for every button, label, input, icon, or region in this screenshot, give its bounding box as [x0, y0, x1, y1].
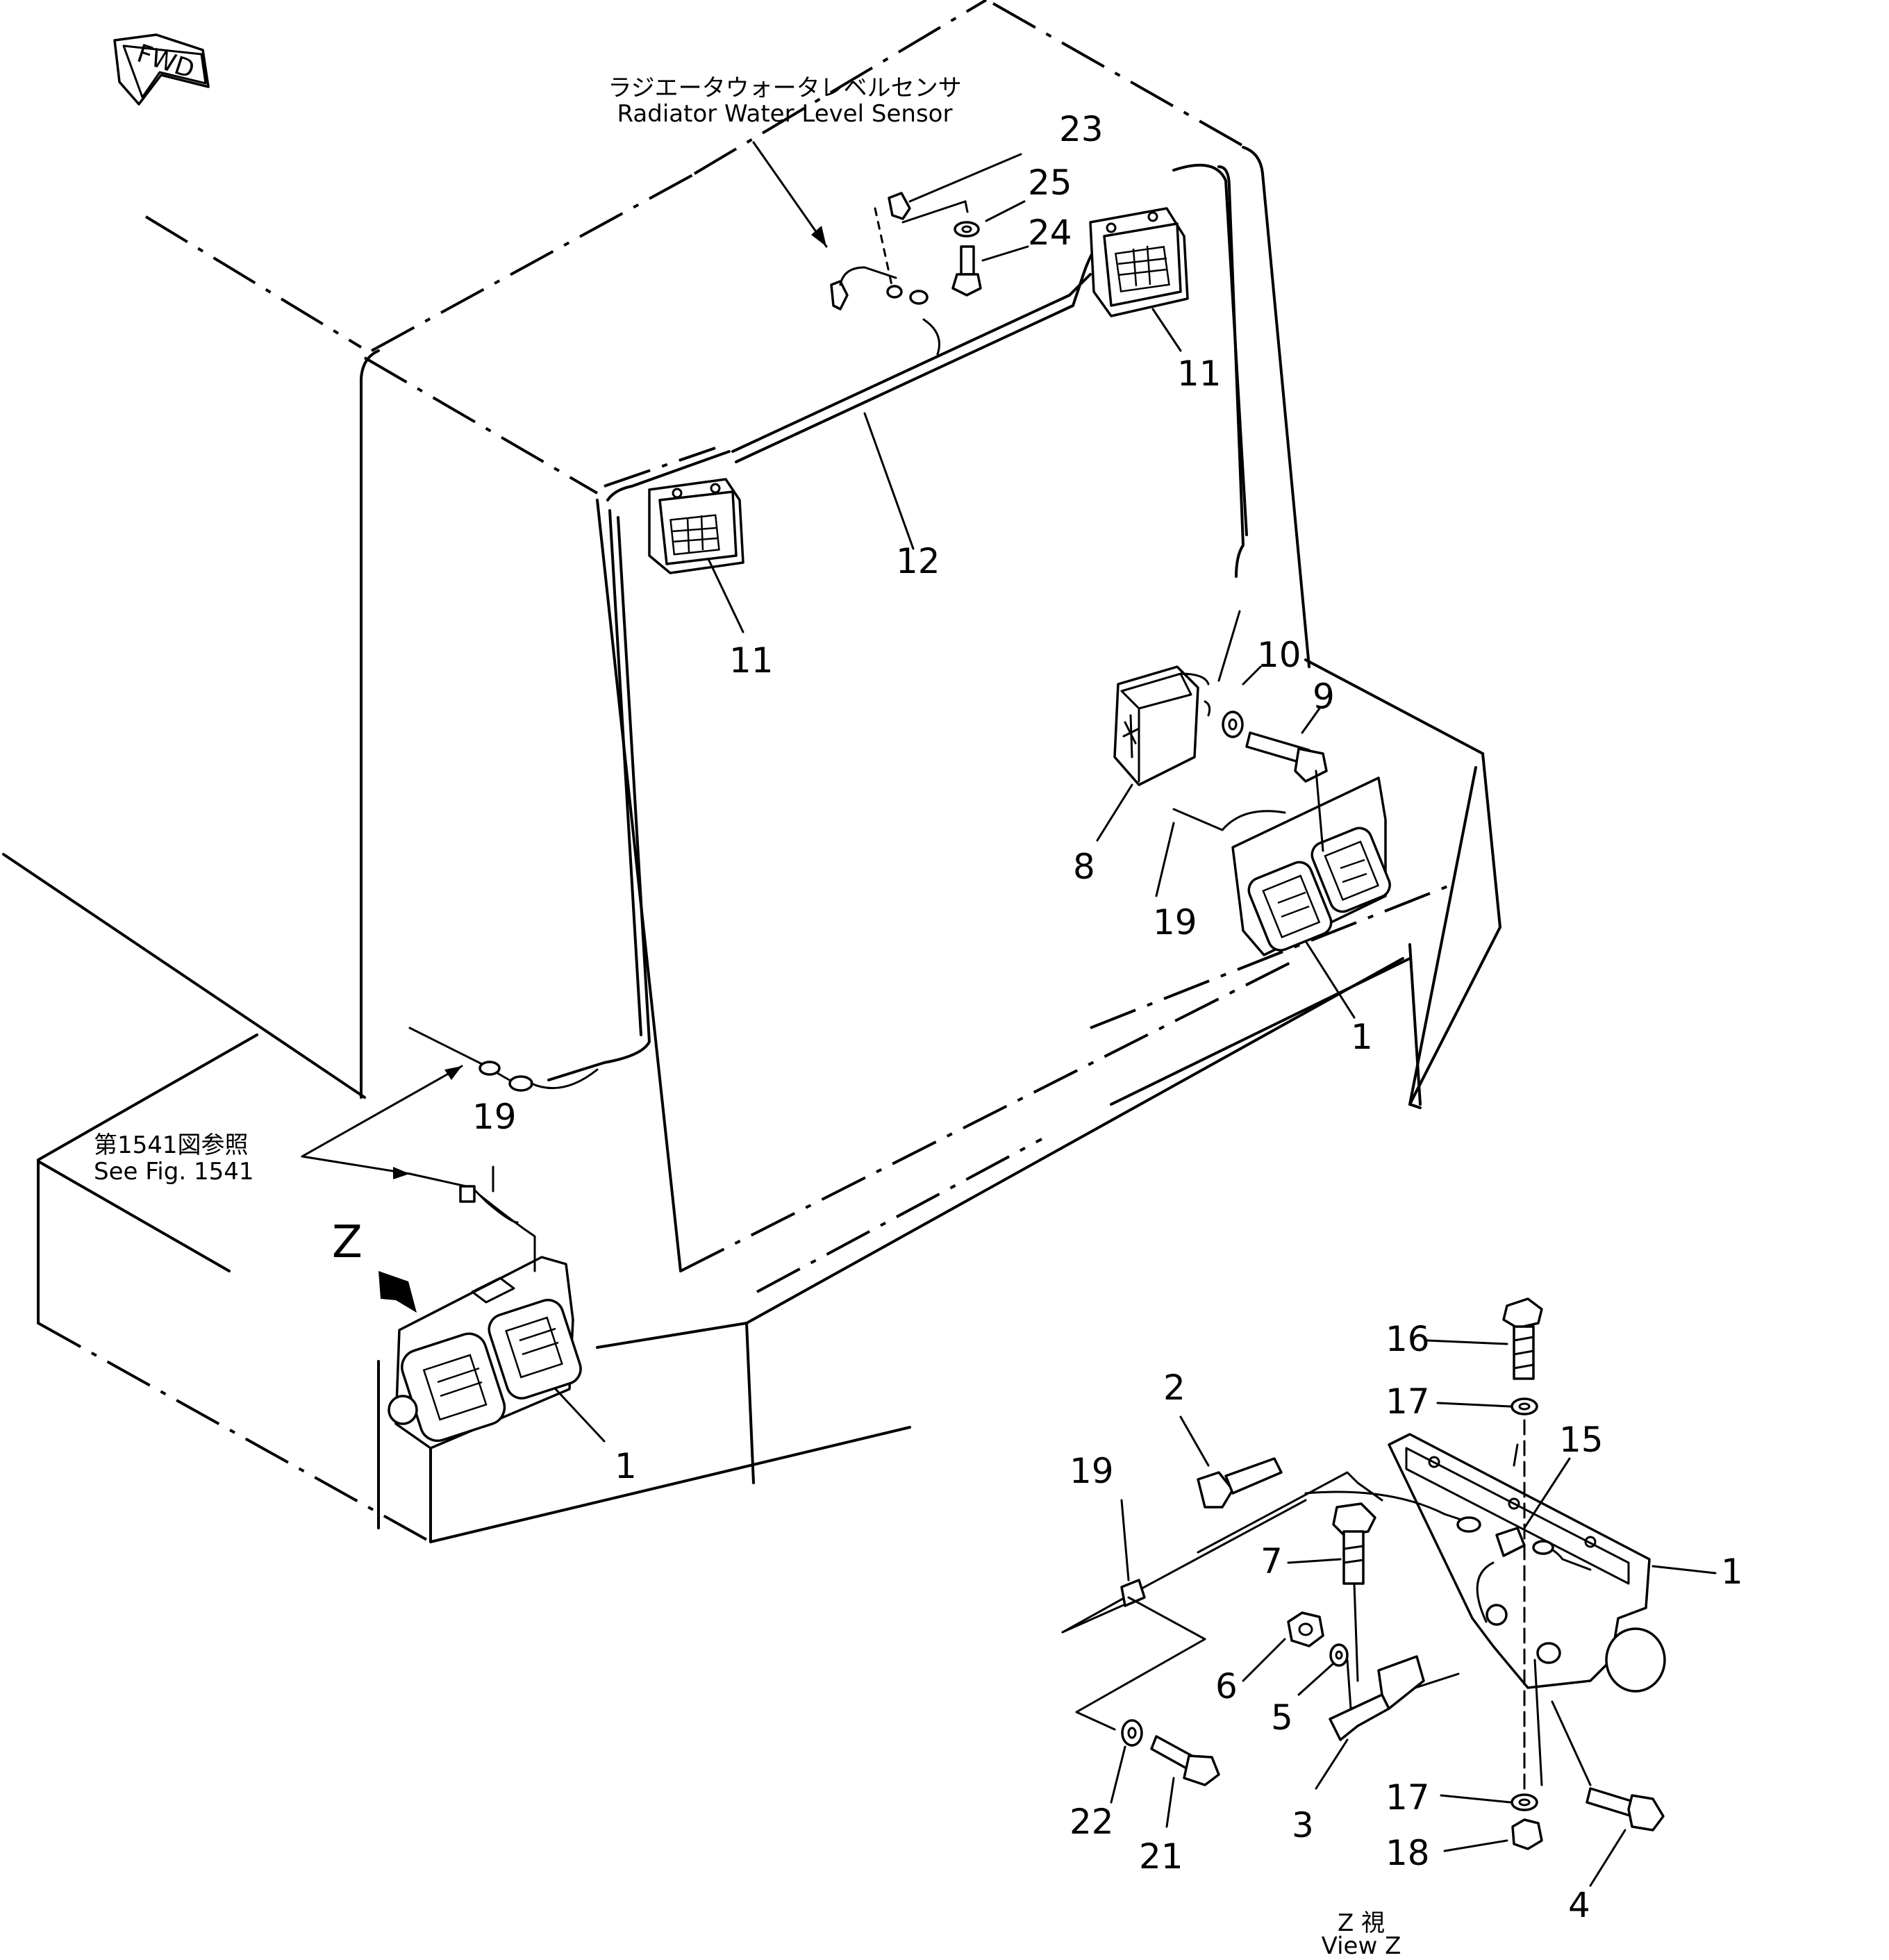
part-number-11-left: 11 [729, 640, 774, 681]
part-number-22: 22 [1070, 1802, 1114, 1842]
view-z-arrow-icon [378, 1271, 417, 1313]
part-number-21: 21 [1139, 1836, 1183, 1877]
part-number-3: 3 [1292, 1805, 1314, 1845]
part-number-2: 2 [1163, 1368, 1185, 1408]
part-number-12: 12 [896, 541, 940, 581]
view-z-letter: Z [332, 1217, 363, 1268]
part-number-19-viewz: 19 [1070, 1451, 1114, 1491]
relay-box-8 [1113, 665, 1211, 786]
work-lamp-11-left [648, 478, 744, 574]
view-z-label-jp: Z 視 [1338, 1909, 1385, 1937]
leader-lines [301, 141, 1356, 1443]
part-number-15: 15 [1559, 1420, 1604, 1460]
see-fig-label-en: See Fig. 1541 [94, 1158, 253, 1186]
view-z-label-en: View Z [1322, 1932, 1401, 1957]
fwd-arrow-icon: FWD [113, 33, 210, 106]
see-fig-label-jp: 第1541図参照 [94, 1131, 249, 1159]
part-number-11-right: 11 [1177, 354, 1222, 394]
part-number-23: 23 [1059, 109, 1104, 149]
bolt-9-washer-10 [1222, 711, 1328, 783]
sensor-label-en: Radiator Water Level Sensor [617, 100, 953, 128]
part-number-16: 16 [1385, 1319, 1430, 1359]
part-number-7: 7 [1260, 1541, 1283, 1581]
part-number-17-upper: 17 [1385, 1381, 1430, 1422]
double-lamp-1-left [388, 1193, 582, 1450]
part-number-1-left: 1 [615, 1446, 637, 1486]
part-number-5: 5 [1271, 1697, 1293, 1738]
part-number-19-upper: 19 [1153, 902, 1197, 942]
part-number-4: 4 [1568, 1885, 1590, 1925]
machine-body-outline [2, 0, 1501, 1543]
part-number-25: 25 [1028, 163, 1072, 203]
part-number-8: 8 [1073, 847, 1095, 887]
work-lamp-11-right [1089, 207, 1189, 317]
double-lamp-1-right [1172, 770, 1391, 956]
sensor-label-jp: ラジエータウォータレベルセンサ [608, 74, 961, 102]
part-number-24: 24 [1028, 213, 1072, 253]
water-level-sensor [830, 207, 929, 310]
part-number-1-viewz: 1 [1721, 1552, 1743, 1592]
part-number-9: 9 [1313, 676, 1335, 717]
part-number-17-lower: 17 [1385, 1777, 1430, 1818]
left-harness-connectors [408, 1027, 599, 1224]
sensor-fasteners [888, 192, 982, 297]
part-number-6: 6 [1215, 1666, 1238, 1706]
wiring-harness [547, 163, 1248, 1081]
part-number-1-upper: 1 [1351, 1017, 1373, 1057]
part-number-10: 10 [1257, 635, 1301, 675]
part-number-19-left: 19 [472, 1097, 517, 1137]
view-z-detail [1061, 1297, 1717, 1887]
part-number-18: 18 [1385, 1833, 1430, 1873]
